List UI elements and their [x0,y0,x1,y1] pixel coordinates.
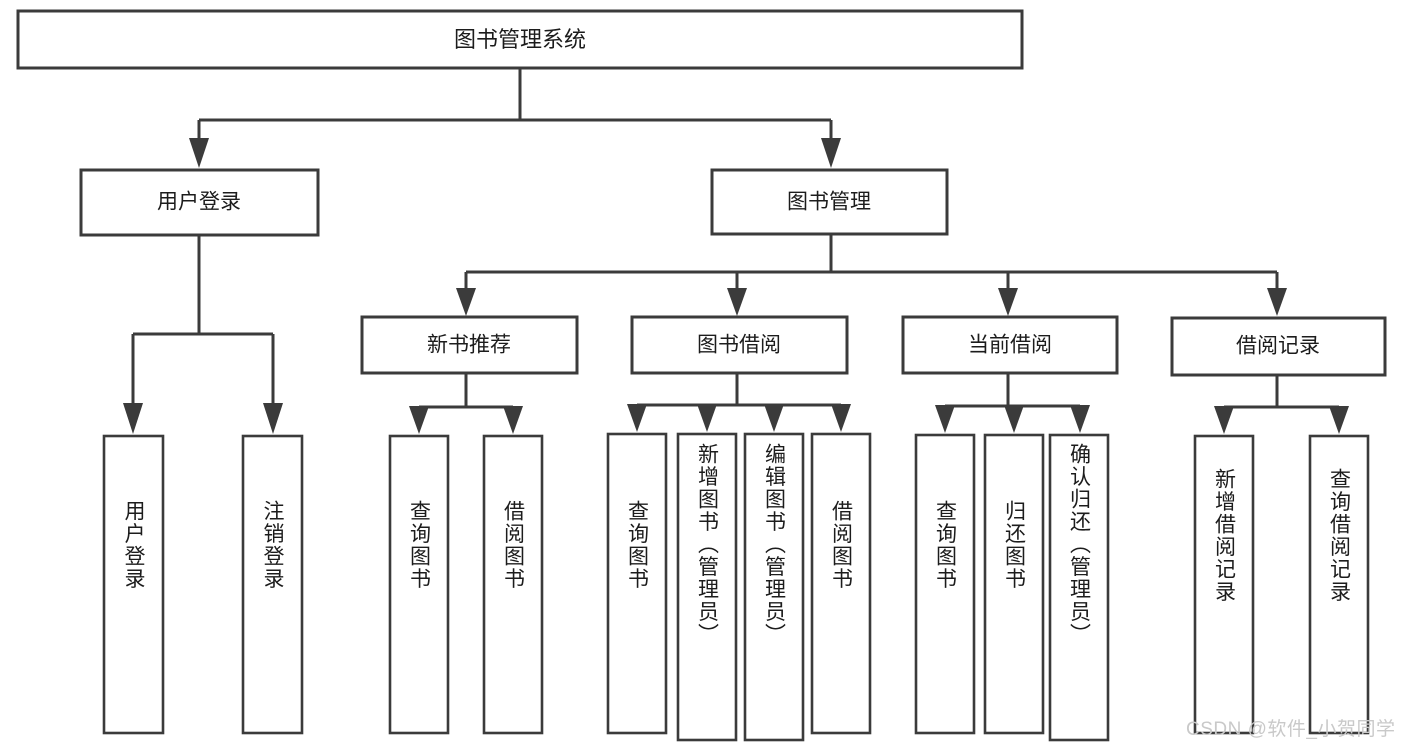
arrow-bookmgmt-child-1 [456,288,476,316]
node-current-borrow-label: 当前借阅 [968,334,1052,357]
node-book-borrow[interactable] [630,315,849,375]
arrow-record-leaf-1 [1214,406,1234,434]
arrow-record-leaf-2 [1329,406,1349,434]
arrow-borrow-leaf-1 [627,404,647,432]
leaf-box-add-book-admin[interactable] [676,432,738,742]
leaf-box-user-login[interactable] [102,434,165,735]
leaf-box-add-borrow-record[interactable] [1193,434,1255,735]
arrow-recommend-leaf-2 [503,406,523,434]
leaf-box-borrow-query-book[interactable] [606,432,668,735]
node-root-book-management-system[interactable] [16,9,1024,70]
leaf-box-return-book[interactable] [983,433,1045,735]
leaf-box-current-query-book[interactable] [914,433,976,735]
node-borrow-record-label: 借阅记录 [1236,335,1320,358]
arrow-login-leaf-1 [123,403,143,434]
node-root-label: 图书管理系统 [454,27,586,52]
arrow-recommend-leaf-1 [409,406,429,434]
node-book-management-label: 图书管理 [787,191,871,214]
leaf-box-confirm-return-admin[interactable] [1048,433,1110,742]
arrow-borrow-leaf-4 [831,404,851,432]
node-new-book-recommend[interactable] [360,315,579,375]
leaf-box-edit-book-admin[interactable] [743,432,805,742]
leaf-box-query-borrow-record[interactable] [1308,434,1370,735]
node-borrow-record[interactable] [1170,316,1387,377]
leaf-box-recommend-query-book[interactable] [388,434,450,735]
arrow-current-leaf-3 [1070,405,1090,433]
arrow-root-to-login [189,138,209,168]
csdn-watermark: CSDN @软件_小贺同学 [1186,719,1396,740]
node-book-management[interactable] [710,168,949,236]
arrow-borrow-leaf-2 [697,404,717,432]
arrow-current-leaf-2 [1004,405,1024,433]
node-user-login-label: 用户登录 [157,191,241,214]
leaf-box-borrow-book[interactable] [810,432,872,735]
arrow-root-to-bookmgmt [821,138,841,168]
node-current-borrow[interactable] [901,315,1119,375]
arrow-borrow-leaf-3 [764,404,784,432]
leaf-box-recommend-borrow-book[interactable] [482,434,544,735]
arrow-current-leaf-1 [935,405,955,433]
node-book-borrow-label: 图书借阅 [697,334,781,357]
node-new-book-recommend-label: 新书推荐 [427,334,511,357]
node-user-login[interactable] [79,168,320,237]
leaf-box-logout[interactable] [241,434,304,735]
arrow-bookmgmt-child-4 [1267,288,1287,316]
arrow-bookmgmt-child-3 [998,288,1018,316]
arrow-bookmgmt-child-2 [727,288,747,316]
arrow-login-leaf-2 [263,403,283,434]
